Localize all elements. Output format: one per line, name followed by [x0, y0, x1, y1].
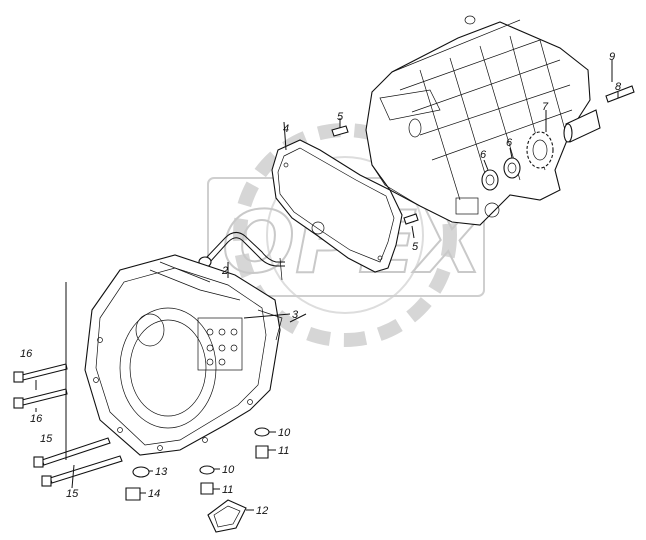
callout-8: 8	[615, 81, 622, 93]
callout-7: 7	[542, 101, 549, 113]
callout-15-upper: 15	[40, 433, 53, 445]
callout-labels: 2 3 4 5 5 6 6 7 8 9 10 10 11 11 12 13 14…	[20, 51, 622, 517]
callout-14: 14	[148, 488, 160, 500]
callout-16-lower: 16	[30, 413, 43, 425]
gearbox-housing	[365, 15, 591, 226]
bolts	[13, 363, 123, 487]
pipe-2	[198, 232, 285, 281]
callout-2: 2	[221, 265, 228, 277]
callout-6-right: 6	[506, 137, 513, 149]
callout-13: 13	[155, 466, 168, 478]
pins-5	[331, 125, 419, 225]
callout-11-lower: 11	[222, 484, 233, 496]
callout-6-left: 6	[480, 149, 487, 161]
callout-3: 3	[292, 309, 299, 321]
seals-plugs	[125, 427, 270, 533]
callout-10-upper: 10	[278, 427, 291, 439]
callout-10-lower: 10	[222, 464, 235, 476]
callout-11-upper: 11	[278, 445, 289, 457]
leader-lines	[35, 60, 619, 511]
callout-4: 4	[283, 123, 289, 135]
gear-assembly	[481, 85, 635, 191]
gasket-4	[271, 139, 403, 273]
callout-5-top: 5	[337, 111, 344, 123]
clutch-housing	[84, 254, 283, 456]
callout-5-bottom: 5	[412, 241, 419, 253]
callout-12: 12	[256, 505, 268, 517]
callout-16-upper: 16	[20, 348, 33, 360]
callout-15-lower: 15	[66, 488, 79, 500]
callout-9: 9	[609, 51, 615, 63]
